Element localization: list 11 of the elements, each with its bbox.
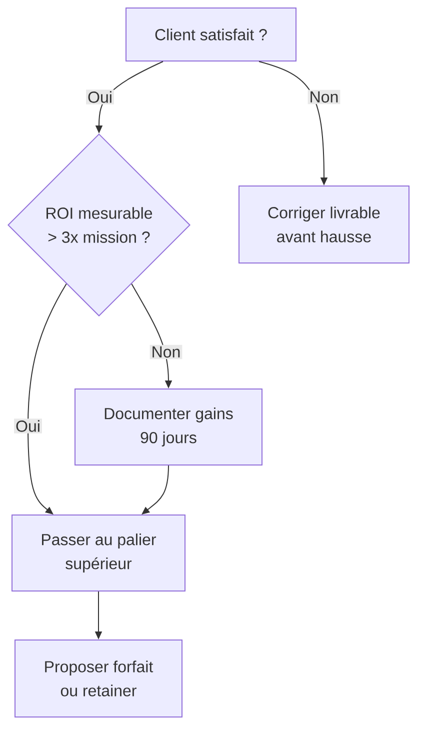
edge-label: Oui xyxy=(14,418,42,434)
process-box: Documenter gains 90 jours xyxy=(74,388,262,466)
arrow xyxy=(28,283,67,514)
edge-label: Oui xyxy=(86,90,114,104)
arrow xyxy=(142,465,169,514)
edge-label: Non xyxy=(308,90,340,104)
edge-label: Non xyxy=(150,344,182,360)
process-box: Passer au palier supérieur xyxy=(12,514,186,592)
question-box: Client satisfait ? xyxy=(126,8,296,62)
process-box: Proposer forfait ou retainer xyxy=(14,640,182,718)
process-box: Corriger livrable avant hausse xyxy=(238,186,410,264)
